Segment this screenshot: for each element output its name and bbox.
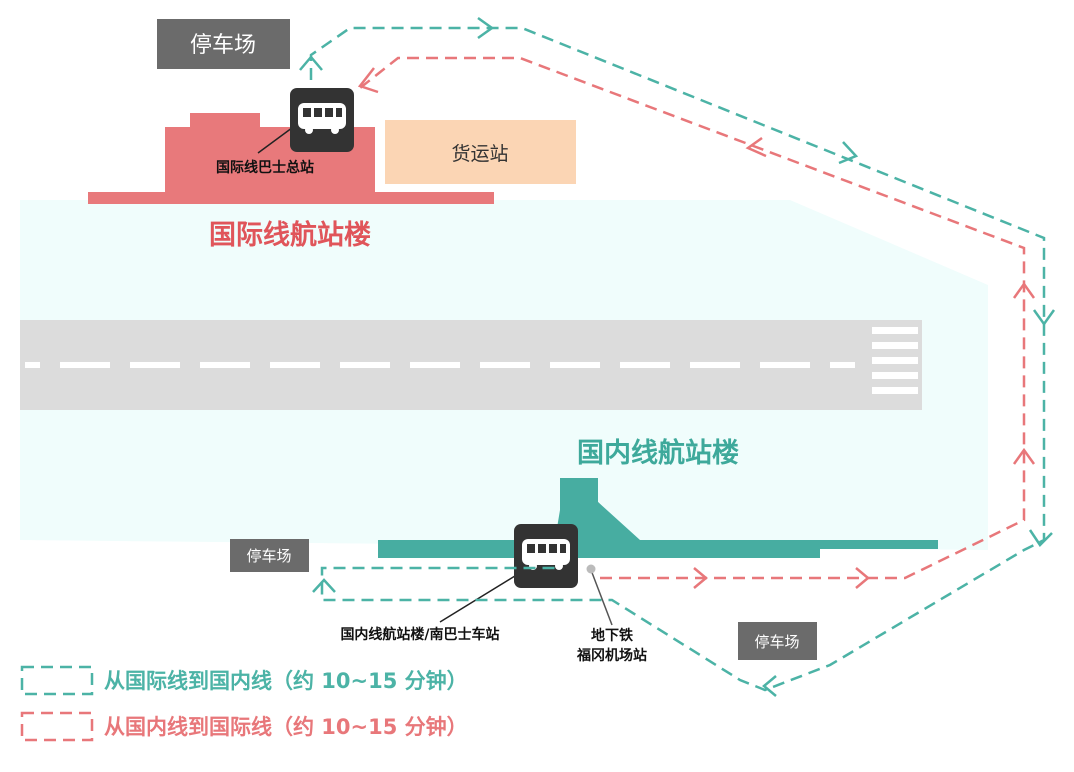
parking-right-box (738, 622, 817, 660)
parking-top-box (157, 19, 290, 69)
intl-terminal-title: 国际线航站楼 (209, 219, 371, 251)
route-domestic-to-intl (359, 56, 1026, 580)
parking-left-box (230, 539, 309, 572)
cargo-station (385, 120, 576, 184)
subway-pointer (590, 569, 613, 626)
parking-right-label: 停车场 (754, 633, 799, 651)
parking-top-label: 停车场 (190, 33, 256, 58)
runway-threshold-markings (872, 327, 918, 394)
parking-left-label: 停车场 (246, 547, 291, 565)
subway-label-line2: 福冈机场站 (576, 647, 647, 664)
route-intl-to-domestic-arrows (299, 16, 1056, 697)
intl-bus-station-icon[interactable] (290, 88, 354, 152)
route-intl-to-domestic (309, 26, 1046, 692)
cargo-station-label: 货运站 (451, 143, 508, 165)
legend: 从国际线到国内线（约 10~15 分钟） 从国内线到国际线（约 10~15 分钟… (20, 665, 468, 742)
domestic-bus-station-icon[interactable] (514, 524, 578, 588)
domestic-bus-pointer (439, 567, 529, 623)
route-domestic-to-intl-arrows (357, 67, 1036, 589)
domestic-bus-station-label: 国内线航站楼/南巴士车站 (340, 626, 499, 643)
legend-swatch-teal (20, 665, 94, 696)
domestic-terminal-title: 国内线航站楼 (577, 437, 739, 469)
legend-item-intl-to-domestic: 从国际线到国内线（约 10~15 分钟） (104, 669, 468, 693)
legend-swatch-red (20, 711, 94, 742)
subway-label-line1: 地下铁 (591, 627, 633, 644)
subway-station-marker (586, 564, 596, 574)
intl-bus-station-label: 国际线巴士总站 (216, 159, 314, 176)
legend-item-domestic-to-intl: 从国内线到国际线（约 10~15 分钟） (104, 715, 468, 739)
